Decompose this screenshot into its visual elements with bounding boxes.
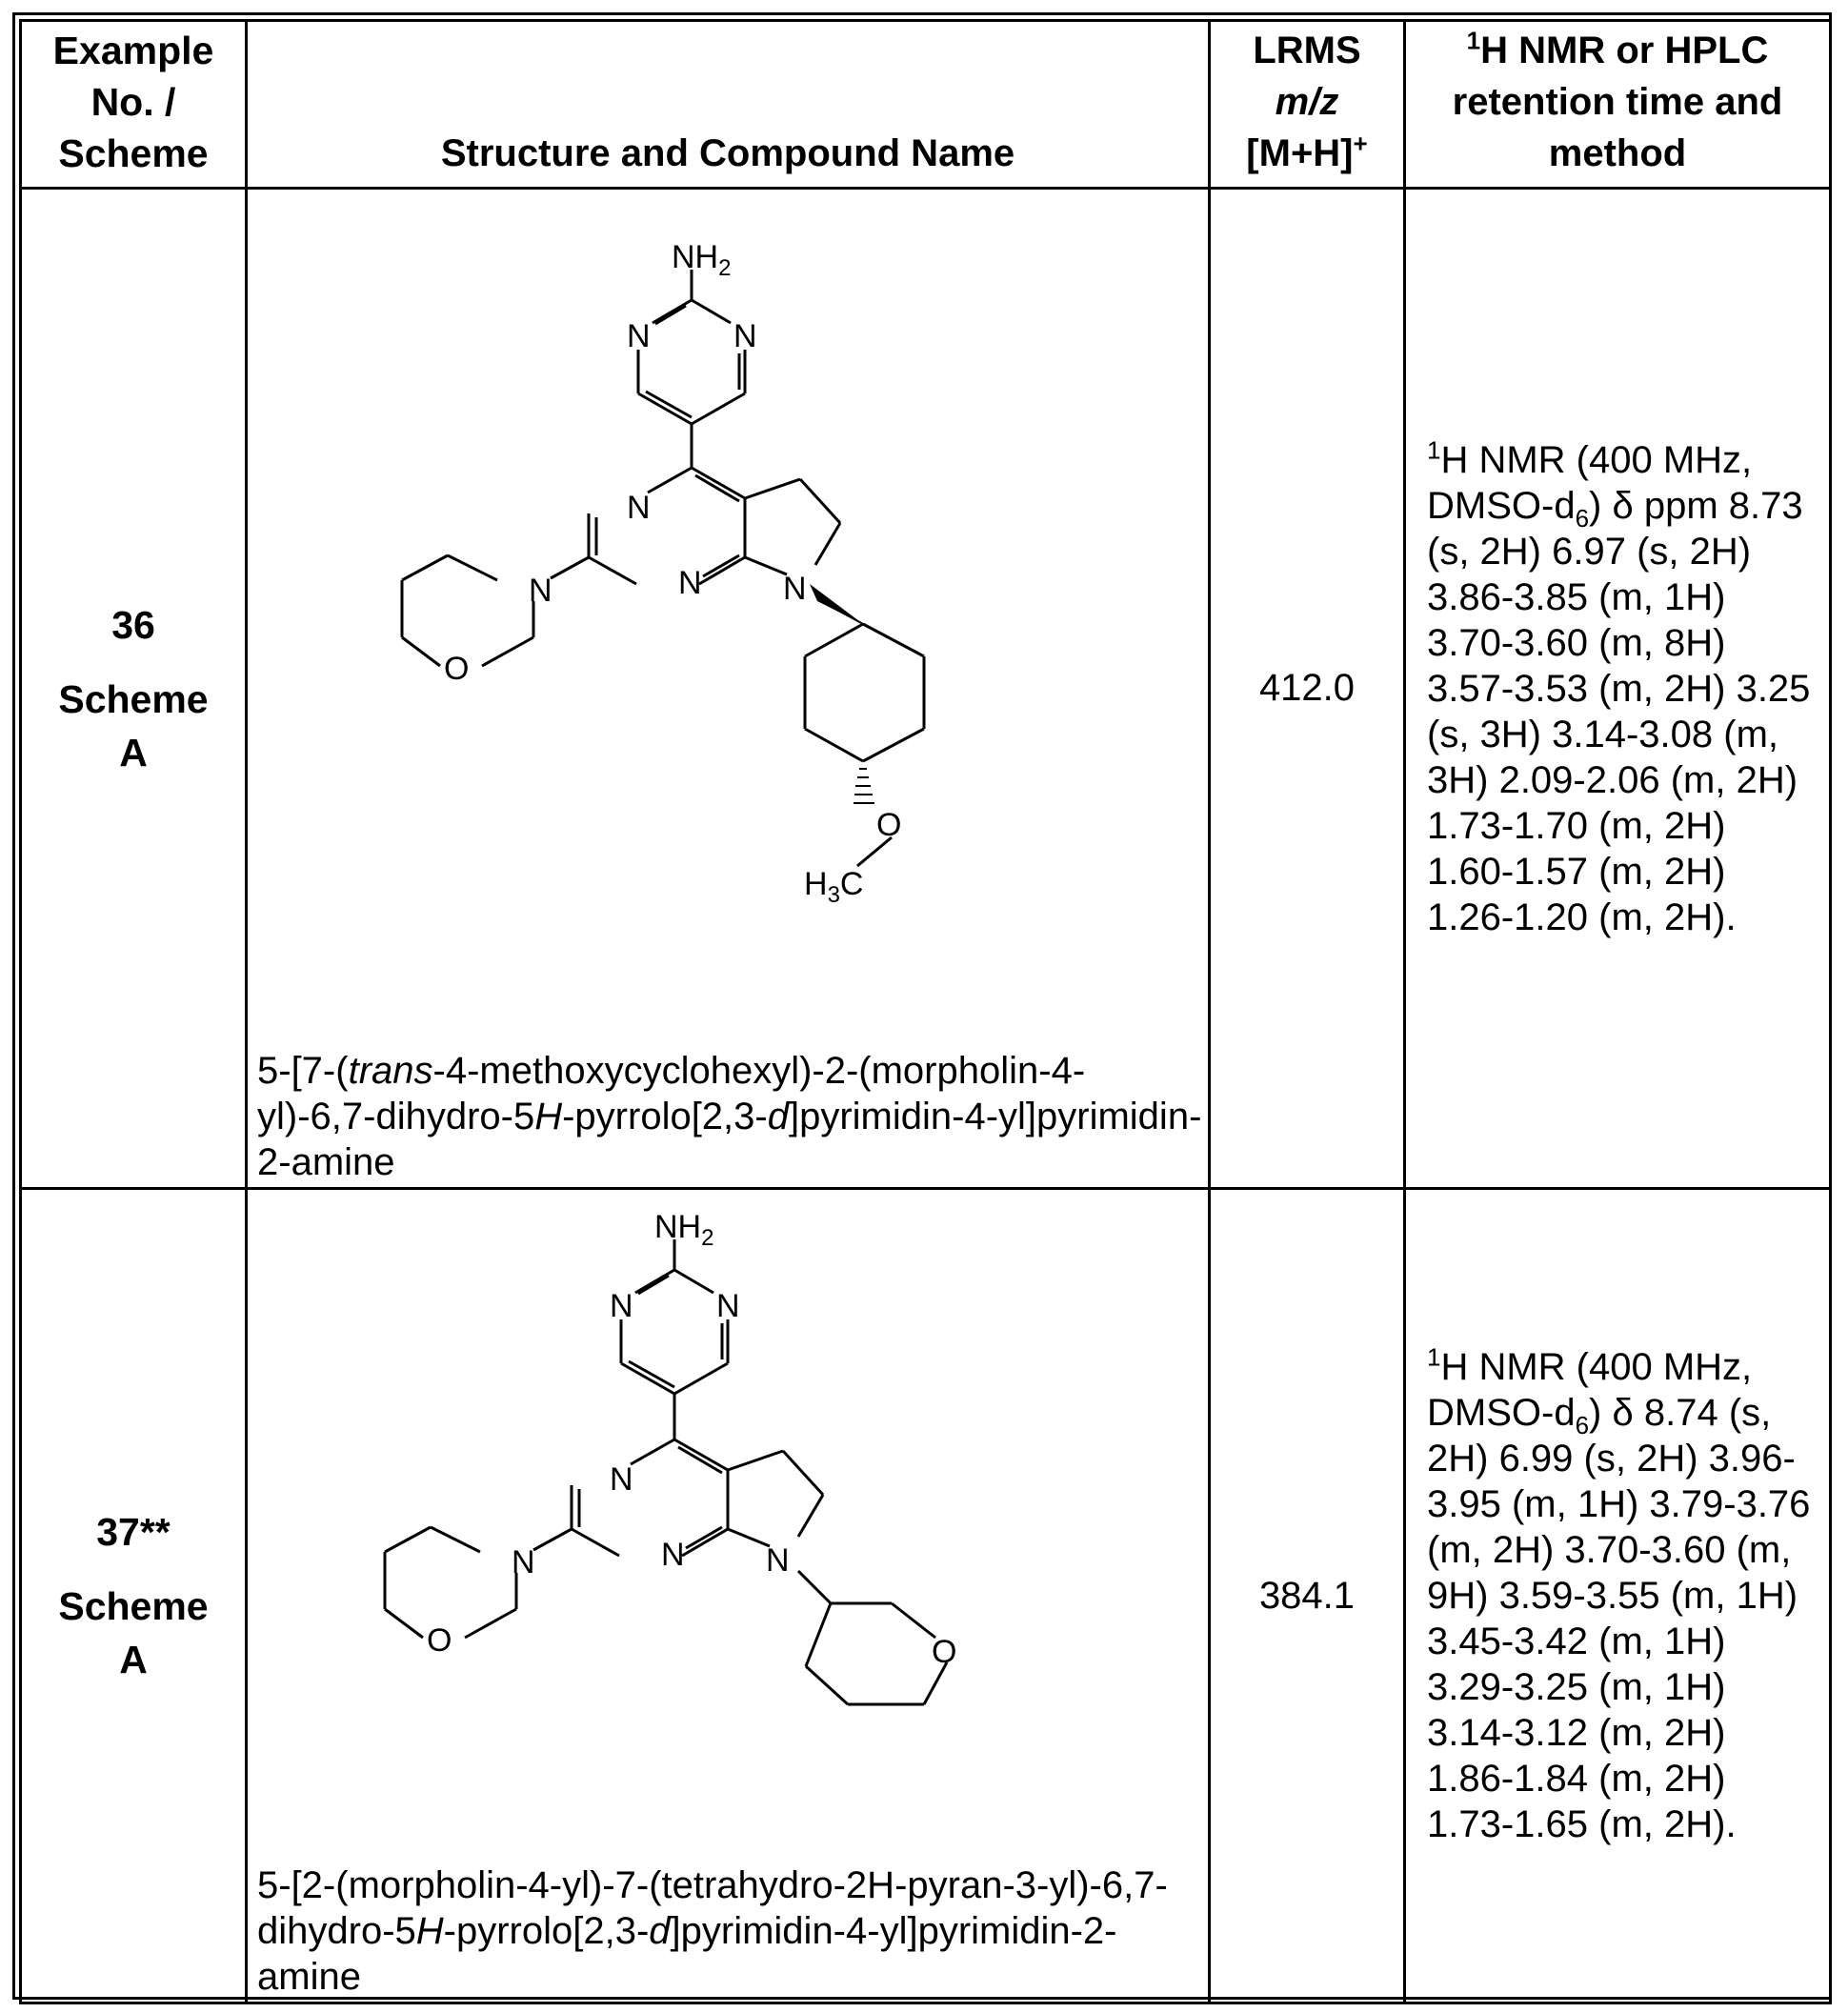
header-lrms: LRMS m/z [M+H]+	[1210, 21, 1405, 189]
chemical-structure-37: NH2 N N N N N N O O	[248, 1190, 1208, 1847]
atom-n: N	[716, 1288, 740, 1324]
lrms-value: 384.1	[1259, 1575, 1355, 1617]
atom-n: N	[627, 318, 651, 354]
lrms-value: 412.0	[1259, 667, 1355, 709]
atom-n: N	[529, 573, 552, 609]
atom-n: N	[733, 318, 757, 354]
example-number-cell: 37** Scheme A	[21, 1189, 247, 2003]
lrms-cell: 384.1	[1210, 1189, 1405, 2003]
nmr-cell: 1H NMR (400 MHz, DMSO-d6) δ 8.74 (s, 2H)…	[1405, 1189, 1831, 2003]
scheme-letter: A	[22, 726, 245, 779]
header-row: ExampleNo. /Scheme Structure and Compoun…	[21, 21, 1831, 189]
atom-n: N	[783, 571, 807, 607]
scheme-label: Scheme	[22, 1580, 245, 1633]
compound-name: 5-[2-(morpholin-4-yl)-7-(tetrahydro-2H-p…	[248, 1862, 1208, 2000]
atom-o: O	[444, 651, 469, 687]
atom-n: N	[512, 1544, 535, 1580]
nmr-text: 1H NMR (400 MHz, DMSO-d6) δ ppm 8.73 (s,…	[1427, 437, 1819, 940]
atom-n: N	[766, 1542, 790, 1579]
atom-n: N	[610, 1288, 633, 1324]
scheme-letter: A	[22, 1633, 245, 1686]
atom-nh2: NH2	[654, 1209, 713, 1251]
atom-nh2: NH2	[672, 239, 731, 281]
atom-n: N	[627, 490, 651, 526]
compound-table: ExampleNo. /Scheme Structure and Compoun…	[19, 19, 1832, 2004]
chemical-structure-36: NH2 N N N N N N O O H3C	[248, 190, 1208, 1018]
table-row: 37** Scheme A	[21, 1189, 1831, 2003]
table-row: 36 Scheme A	[21, 189, 1831, 1189]
atom-o: O	[932, 1634, 956, 1670]
atom-o: O	[427, 1622, 452, 1659]
structure-cell: NH2 N N N N N N O O 5-[2-(morpholin-4-yl…	[247, 1189, 1210, 2003]
example-number: 37**	[22, 1505, 245, 1559]
nmr-cell: 1H NMR (400 MHz, DMSO-d6) δ ppm 8.73 (s,…	[1405, 189, 1831, 1189]
scheme-label: Scheme	[22, 673, 245, 726]
example-number-cell: 36 Scheme A	[21, 189, 247, 1189]
header-structure-name: Structure and Compound Name	[247, 21, 1210, 189]
header-example-no: ExampleNo. /Scheme	[21, 21, 247, 189]
atom-n: N	[610, 1461, 633, 1498]
header-nmr: 1H NMR or HPLC retention time and method	[1405, 21, 1831, 189]
nmr-text: 1H NMR (400 MHz, DMSO-d6) δ 8.74 (s, 2H)…	[1427, 1344, 1819, 1847]
compound-name: 5-[7-(trans-4-methoxycyclohexyl)-2-(morp…	[248, 1048, 1208, 1185]
lrms-cell: 412.0	[1210, 189, 1405, 1189]
atom-n: N	[661, 1537, 685, 1573]
atom-o: O	[876, 807, 901, 843]
structure-cell: NH2 N N N N N N O O H3C 5-[7-(trans-4-me…	[247, 189, 1210, 1189]
atom-n: N	[678, 565, 702, 601]
example-number: 36	[22, 598, 245, 652]
atom-h3c: H3C	[804, 866, 863, 908]
